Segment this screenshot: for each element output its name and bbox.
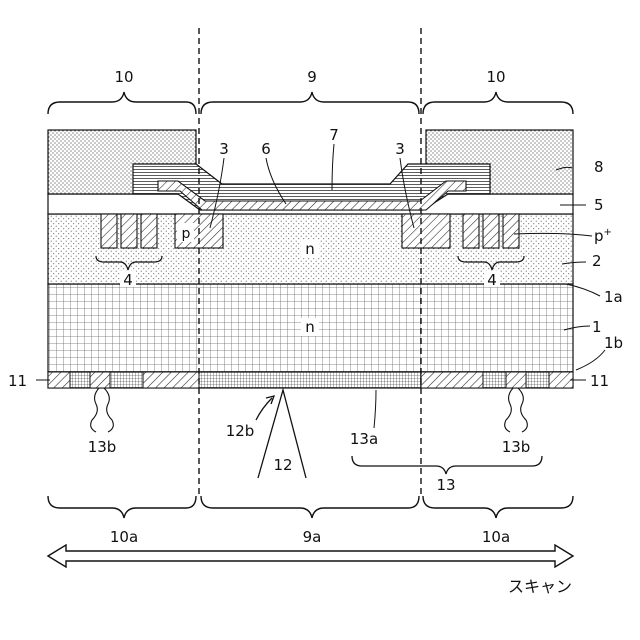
label-substrate-bottom: 1b <box>604 334 623 352</box>
anneal-edge-leaders <box>91 388 528 432</box>
brace-scan-edge-left <box>48 496 196 518</box>
label-guard-ring-left: 4 <box>123 271 133 289</box>
label-gate-electrode: 6 <box>261 140 271 158</box>
guard-ring <box>121 214 137 248</box>
label-p-plus: p+ <box>594 227 612 245</box>
brace-scan-edge-right <box>423 496 573 518</box>
leader-anneal-edge-right-b <box>518 388 527 432</box>
label-doping-p: p <box>182 226 191 242</box>
brace-anneal <box>352 456 542 474</box>
label-scan-edge-right: 10a <box>482 528 510 546</box>
label-doping-n-substrate: n <box>305 318 315 336</box>
leader-anneal-edge-left-a <box>91 388 99 432</box>
guard-ring <box>503 214 519 248</box>
brace-active <box>201 92 419 114</box>
label-scan-edge-left: 10a <box>110 528 138 546</box>
back-contact-left-outer <box>48 372 70 388</box>
label-anneal-active: 13a <box>350 430 378 448</box>
label-back-metal-right: 11 <box>590 372 609 390</box>
label-drift-layer: 2 <box>592 252 602 270</box>
guard-ring <box>483 214 499 248</box>
back-metal-row <box>48 372 573 388</box>
back-contact-left-b <box>143 372 199 388</box>
back-contact-right-b <box>421 372 483 388</box>
guard-ring <box>463 214 479 248</box>
brace-edge-left <box>48 92 196 114</box>
top-braces <box>48 92 573 114</box>
guard-rings-left <box>101 214 157 248</box>
label-passivation: 8 <box>594 158 604 176</box>
leader-anneal-active <box>374 390 376 428</box>
label-anneal-edge-right: 13b <box>502 438 531 456</box>
guard-rings-right <box>463 214 519 248</box>
back-contact-left-a <box>90 372 110 388</box>
label-scan-active: 9a <box>303 528 322 546</box>
back-metal-strip <box>48 372 573 388</box>
label-substrate-top: 1a <box>604 288 623 306</box>
laser-spot-arrow <box>256 398 272 420</box>
label-substrate: 1 <box>592 318 602 336</box>
back-contact-right-outer <box>549 372 573 388</box>
brace-edge-right <box>423 92 573 114</box>
label-laser-spot: 12b <box>226 422 255 440</box>
label-p-region-right: 3 <box>395 140 405 158</box>
label-region-edge-left: 10 <box>114 68 133 86</box>
label-back-metal-left: 11 <box>8 372 27 390</box>
leader-anneal-edge-left-b <box>104 388 113 432</box>
label-guard-ring-right: 4 <box>487 271 497 289</box>
leader-anneal-edge-right-a <box>505 388 513 432</box>
back-contact-right-a <box>506 372 526 388</box>
leader-substrate-bottom <box>576 350 605 370</box>
brace-scan-active <box>201 496 419 518</box>
label-laser-beam: 12 <box>273 456 292 474</box>
p-region-right <box>402 214 450 248</box>
label-scan-direction: スキャン <box>508 577 572 596</box>
bottom-braces <box>48 496 573 518</box>
leader-top-electrode <box>332 144 334 190</box>
guard-ring <box>141 214 157 248</box>
label-insulator: 5 <box>594 196 604 214</box>
label-p-region-left: 3 <box>219 140 229 158</box>
label-anneal-region: 13 <box>436 476 455 494</box>
label-top-electrode: 7 <box>329 126 339 144</box>
label-anneal-edge-left: 13b <box>88 438 117 456</box>
scan-arrow <box>48 545 573 567</box>
guard-ring <box>101 214 117 248</box>
label-doping-n-drift: n <box>305 240 315 258</box>
label-region-active: 9 <box>307 68 317 86</box>
label-region-edge-right-text: 10 <box>486 68 505 86</box>
